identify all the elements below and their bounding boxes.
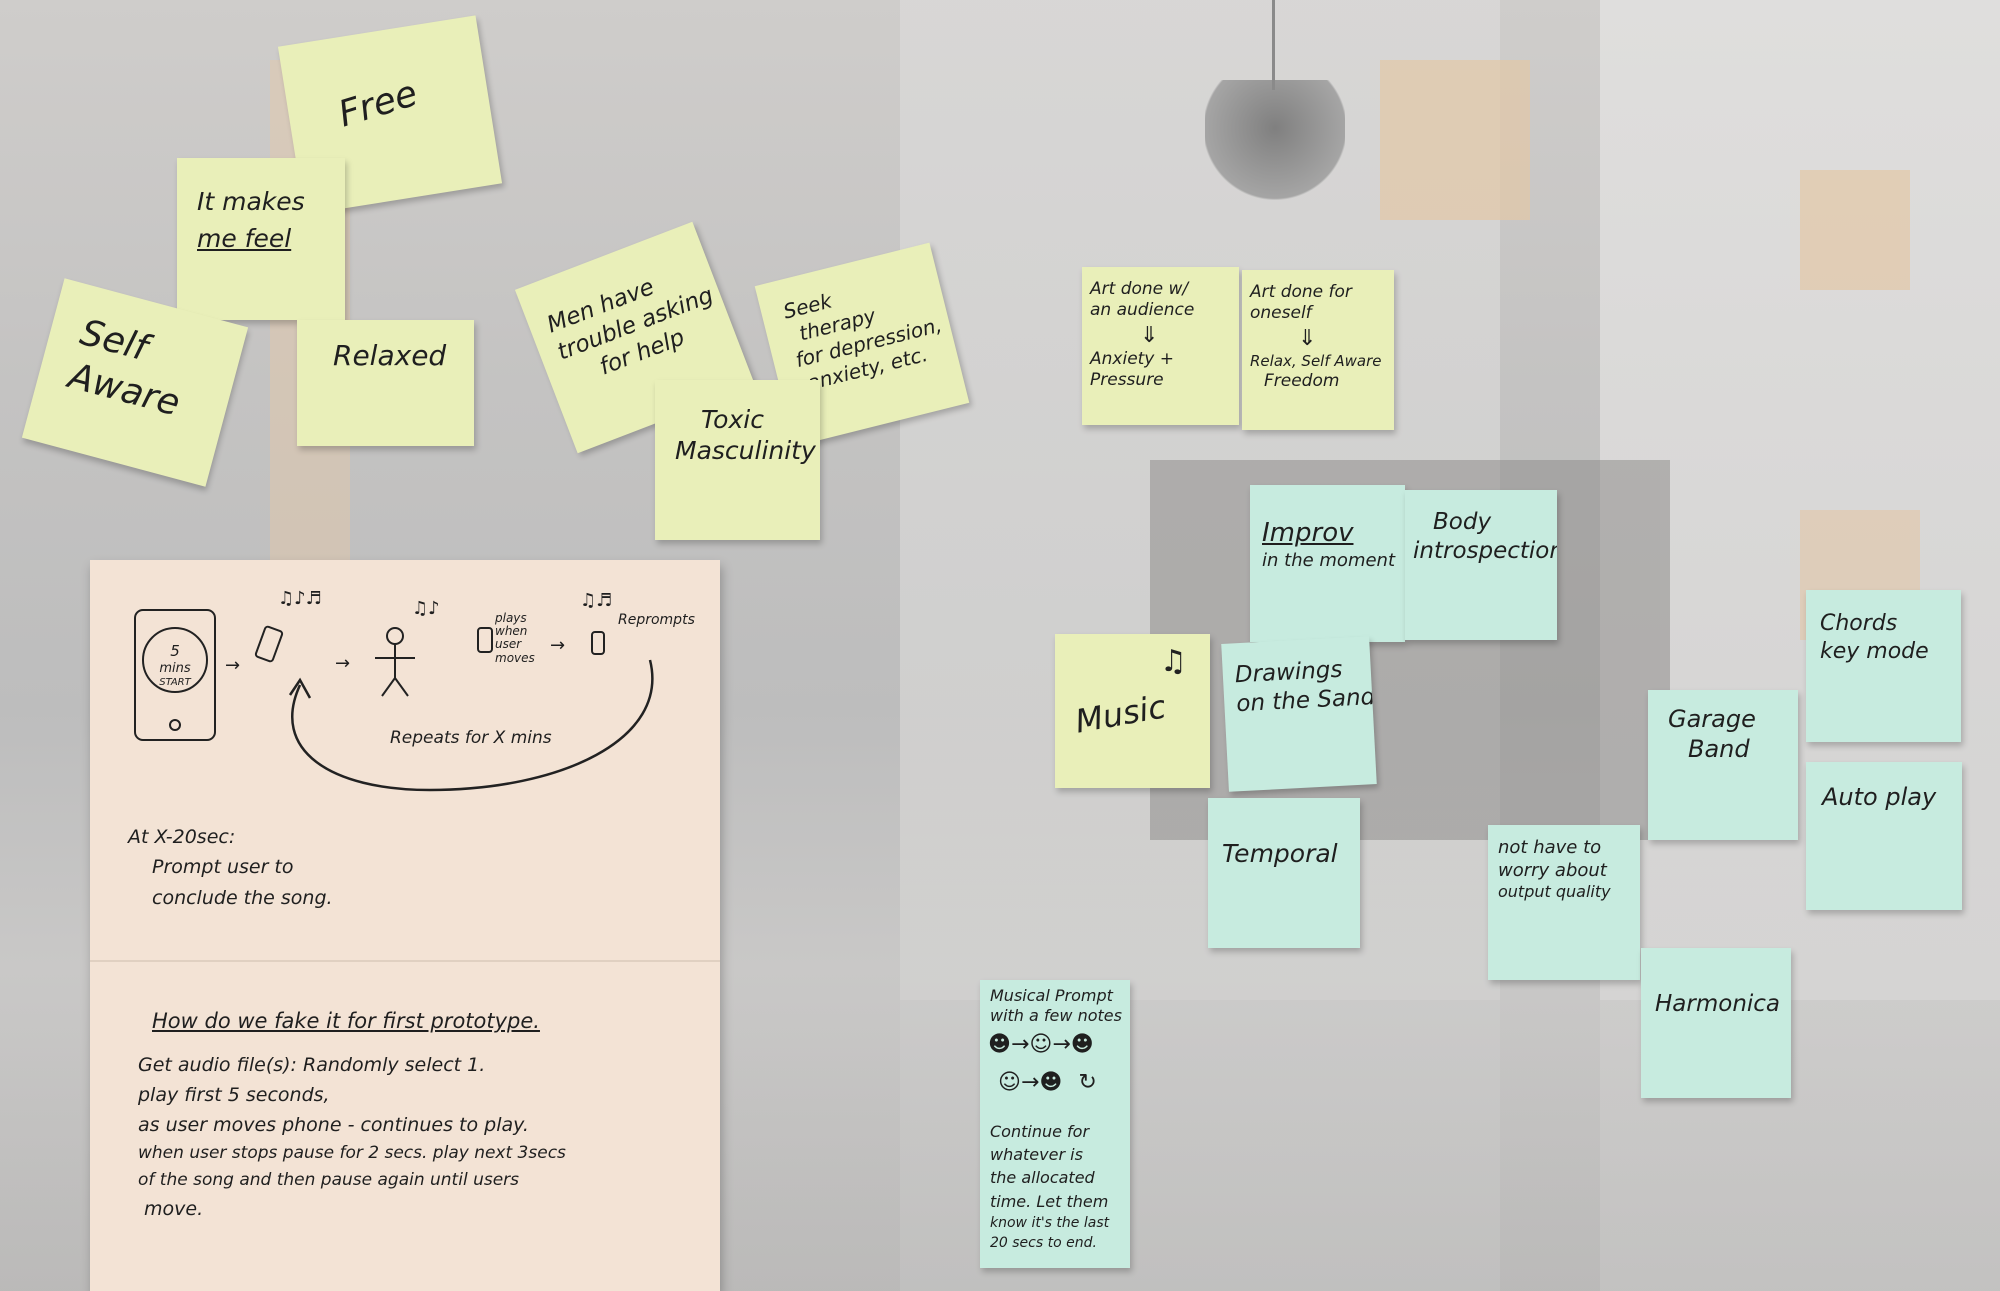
sticky-note-body-introspection: Body introspection [1405, 490, 1557, 640]
arrow-icon: → [1010, 1032, 1030, 1057]
home-button-icon [169, 719, 181, 731]
phone-timer-text: 5 mins START [159, 642, 191, 688]
note-text: Body introspection [1413, 509, 1557, 564]
sticky-note-improv: Improv in the moment [1250, 485, 1405, 642]
background-lamp-cord [1272, 0, 1275, 90]
plays-when-user-moves: plays when user moves [495, 611, 535, 665]
arrow-icon: → [550, 635, 566, 656]
sticky-note-harmonica: Harmonica [1641, 948, 1791, 1098]
storyboard-sketch [134, 609, 654, 792]
loop-arrow [291, 659, 654, 792]
note-text: Continue for whatever is the allocated t… [990, 1122, 1110, 1252]
paper-fold-line [90, 960, 720, 962]
music-notes-icon: ♫♪ [412, 598, 440, 619]
note-text: Seek therapy for depression, anxiety, et… [780, 288, 945, 395]
note-text: Free [333, 72, 423, 136]
note-text: Musical Prompt with a few notes [990, 986, 1122, 1025]
fake-prototype-steps: Get audio file(s): Randomly select 1. pl… [138, 1054, 566, 1220]
note-text: Drawings on the Sand [1234, 656, 1376, 717]
sticky-note-auto-play: Auto play [1806, 762, 1962, 910]
note-text: Music [1072, 687, 1169, 741]
prompt-sketch-icons: ☻→☺→☻ [988, 1032, 1094, 1057]
note-text: Art done w/ an audience ⇓ Anxiety + Pres… [1090, 279, 1195, 391]
down-arrow-icon: ⇓ [1140, 322, 1159, 348]
sticky-note-toxic-masculinity: Toxic Masculinity [655, 380, 820, 540]
speaker-face-icon: ☻ [988, 1032, 1011, 1057]
smile-face-icon: ☺ [1029, 1032, 1053, 1057]
at-x-instructions: At X-20sec: Prompt user to conclude the … [128, 826, 333, 909]
sticky-note-chords-key-mode: Chords key mode [1806, 590, 1961, 742]
reprompts-label: Reprompts [618, 612, 695, 628]
sticky-note-it-makes-me-feel: It makes me feel [177, 158, 345, 320]
background-orange-note [1380, 60, 1530, 220]
repeats-label: Repeats for X mins [390, 728, 552, 748]
note-text: Relaxed [333, 339, 447, 372]
sticky-note-music: Music ♫ [1055, 634, 1210, 788]
sticky-note-temporal: Temporal [1208, 798, 1360, 948]
music-notes-icon: ♫♪♬ [278, 588, 322, 609]
fake-prototype-title: How do we fake it for first prototype. [152, 1009, 540, 1033]
phone-small-icon [591, 631, 605, 655]
note-text: Men have trouble asking for help [543, 273, 717, 380]
note-text: Self Aware [64, 312, 185, 425]
sticky-note-output-quality: not have to worry about output quality [1488, 825, 1640, 980]
phone-tilted-icon [254, 625, 284, 663]
speaker-face-icon: ☻ [1039, 1070, 1063, 1095]
refresh-icon: ↻ [1078, 1070, 1097, 1095]
note-text: Toxic Masculinity [675, 405, 816, 466]
sticky-note-art-with-audience: Art done w/ an audience ⇓ Anxiety + Pres… [1082, 267, 1239, 425]
note-text: Auto play [1822, 783, 1937, 811]
arrow-icon: → [335, 653, 351, 674]
note-text: Harmonica [1655, 991, 1781, 1017]
arrow-icon: → [1052, 1032, 1071, 1057]
prompt-sketch-icons: ☺→☻ ↻ [998, 1070, 1097, 1095]
note-text: Chords key mode [1820, 611, 1929, 664]
loop-arrowhead [288, 677, 312, 699]
sticky-note-musical-prompt: Musical Prompt with a few notes ☻→☺→☻ ☺→… [980, 980, 1130, 1268]
storyboard-paper: → → → ♫♪♬ ♫♪ ♫♬ 5 mins START plays when … [90, 560, 720, 1291]
background-orange-note [1800, 170, 1910, 290]
sticky-note-relaxed: Relaxed [297, 320, 474, 446]
stick-figure-icon [375, 627, 415, 697]
music-notes-icon: ♫♬ [580, 590, 613, 611]
background-lamp [1205, 80, 1345, 200]
phone-small-icon [477, 627, 493, 653]
phone-outline-icon [134, 609, 216, 741]
music-note-icon: ♫ [1160, 644, 1187, 679]
sticky-note-garage-band: Garage Band [1648, 690, 1798, 840]
note-text: Temporal [1222, 839, 1338, 868]
arrow-icon: → [225, 655, 241, 676]
note-text: not have to worry about output quality [1498, 837, 1611, 901]
smile-face-icon: ☺ [998, 1070, 1021, 1095]
sticky-note-art-for-oneself: Art done for oneself ⇓ Relax, Self Aware… [1242, 270, 1394, 430]
speaker-face-icon: ☻ [1070, 1032, 1094, 1057]
note-text: It makes me feel [197, 187, 305, 254]
down-arrow-icon: ⇓ [1298, 325, 1317, 351]
sticky-note-drawings-on-sand: Drawings on the Sand [1221, 636, 1377, 792]
note-text: Garage Band [1668, 705, 1756, 763]
note-text: Improv in the moment [1262, 518, 1396, 571]
note-text: Art done for oneself ⇓ Relax, Self Aware… [1250, 282, 1382, 391]
arrow-icon: → [1020, 1070, 1040, 1095]
timer-circle-icon [142, 627, 208, 693]
